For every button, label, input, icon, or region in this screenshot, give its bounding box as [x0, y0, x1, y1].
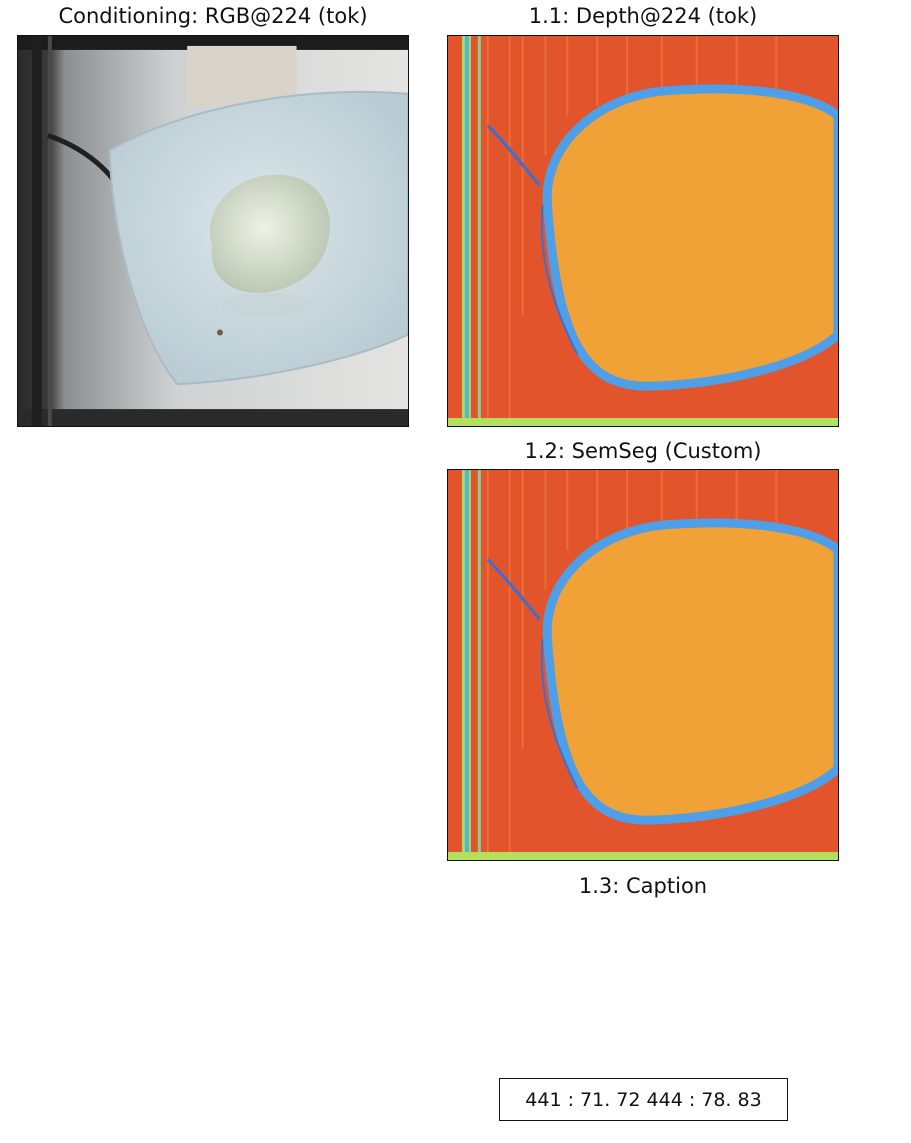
caption-title: 1.3: Caption	[578, 874, 708, 898]
caption-text-box: 441 : 71. 72 444 : 78. 83	[499, 1078, 788, 1121]
depth-title: 1.1: Depth@224 (tok)	[528, 4, 758, 28]
conditioning-rgb-image	[17, 35, 409, 427]
depth-map-image	[447, 35, 839, 427]
conditioning-title: Conditioning: RGB@224 (tok)	[58, 4, 368, 28]
semseg-title: 1.2: SemSeg (Custom)	[524, 439, 762, 463]
semseg-map-image	[447, 469, 839, 861]
